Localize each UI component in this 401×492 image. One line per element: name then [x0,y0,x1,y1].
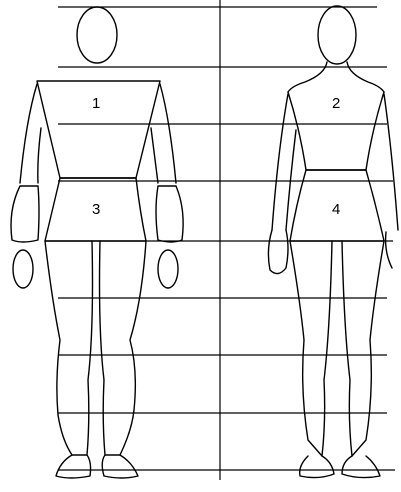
female-left-foot [300,456,334,478]
male-right-leg [100,241,147,455]
female-right-leg [342,241,384,456]
female-left-upper-arm [272,94,296,230]
male-left-foot [56,455,91,478]
male-left-leg [45,241,93,455]
female-right-upper-arm [384,94,398,230]
male-head [77,7,117,63]
male-left-hand [13,250,33,288]
female-head [318,6,356,64]
section-label-3: 3 [92,201,100,218]
male-right-forearm [156,186,183,242]
male-right-hand [158,250,178,288]
proportion-grid [46,0,395,480]
male-left-forearm [11,186,39,242]
male-right-foot [102,455,138,478]
section-label-2: 2 [332,95,340,112]
female-left-hand [268,230,288,274]
female-right-hand [386,232,392,268]
male-right-upper-arm [151,84,176,183]
section-label-4: 4 [332,201,340,218]
female-left-leg [290,241,332,456]
female-right-foot [342,456,380,478]
female-figure: 2 4 [268,6,398,478]
male-figure: 1 3 [11,7,183,478]
male-left-upper-arm [20,84,41,183]
section-label-1: 1 [92,95,100,112]
